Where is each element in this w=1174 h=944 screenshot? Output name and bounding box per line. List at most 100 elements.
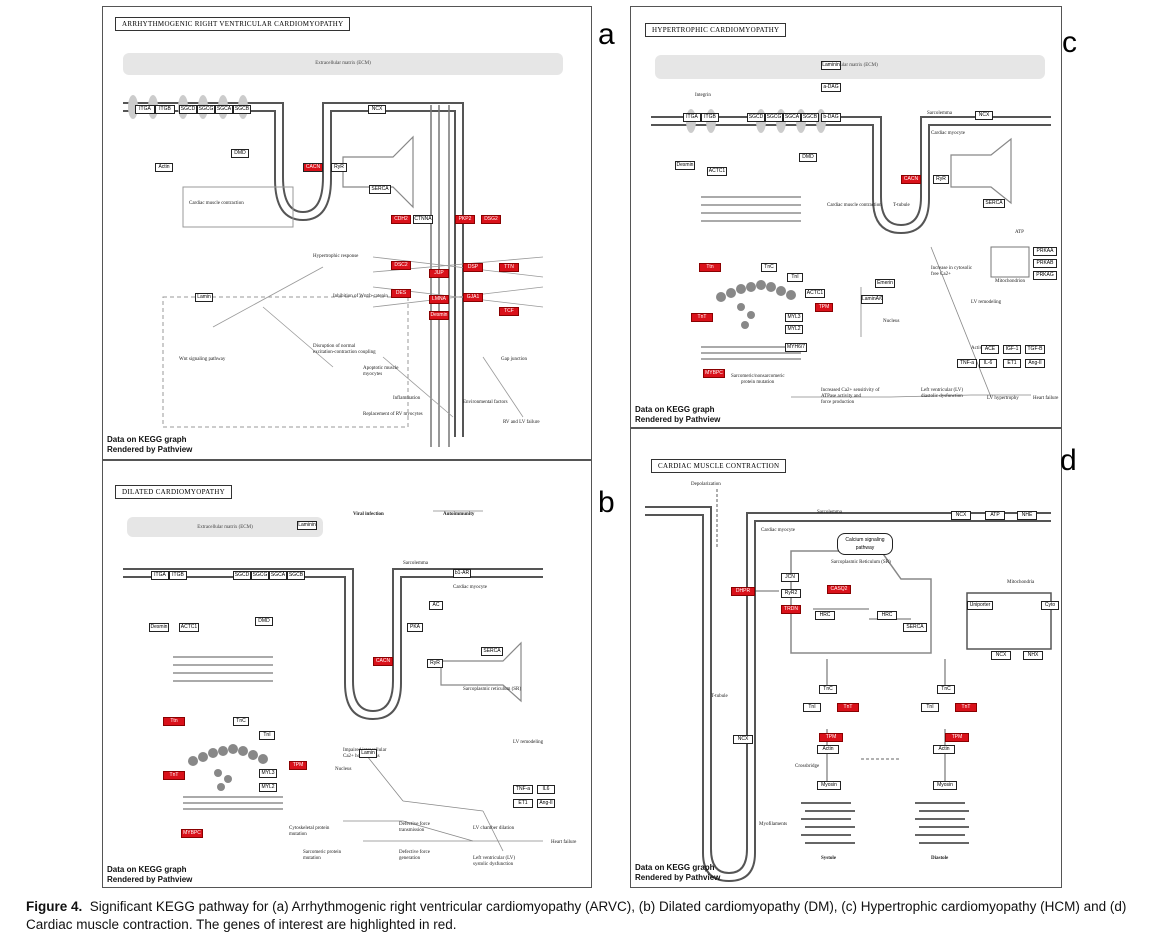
svg-text:excitation-contraction couplin: excitation-contraction coupling xyxy=(313,350,376,355)
svg-text:systolic dysfunction: systolic dysfunction xyxy=(473,862,514,867)
node-d-jcn: JCN xyxy=(781,573,799,582)
svg-text:ATPase activity and: ATPase activity and xyxy=(821,394,861,399)
node-b-tnt: TnT xyxy=(163,771,185,780)
node-c-laminin: Laminin xyxy=(821,61,841,70)
svg-text:free Ca2+: free Ca2+ xyxy=(931,272,951,277)
node-c-tnt: TnT xyxy=(691,313,713,322)
node-b-itga: ITGA xyxy=(151,571,169,580)
svg-text:LV remodeling: LV remodeling xyxy=(513,740,544,745)
label-b-nucleus: Nucleus xyxy=(335,767,352,772)
node-c-ace: ACE xyxy=(981,345,999,354)
node-pkp2: PKP2 xyxy=(455,215,475,224)
svg-text:Increased Ca2+ sensitivity of: Increased Ca2+ sensitivity of xyxy=(821,388,880,393)
label-c-integrin: Integrin xyxy=(695,93,711,98)
node-tcf: TCF xyxy=(499,307,519,316)
svg-text:Disruption of normal: Disruption of normal xyxy=(313,344,356,349)
node-b-sgca: SGCA xyxy=(269,571,287,580)
node-sgca: SGCA xyxy=(215,105,233,114)
node-d-tpm-d: TPM xyxy=(945,733,969,742)
svg-text:Cytoskeletal protein: Cytoskeletal protein xyxy=(289,826,330,831)
node-c-sgca: SGCA xyxy=(783,113,801,122)
label-c-ttubule: T-tubule xyxy=(893,203,910,208)
node-b-tnc: TnC xyxy=(233,717,249,726)
node-dsg2: DSG2 xyxy=(481,215,501,224)
panel-c-title: HYPERTROPHIC CARDIOMYOPATHY xyxy=(645,23,787,37)
node-d-tpm-s: TPM xyxy=(819,733,843,742)
svg-text:RV and LV failure: RV and LV failure xyxy=(503,420,540,425)
node-b-desmin: Desmin xyxy=(149,623,169,632)
node-c-et1: ET1 xyxy=(1003,359,1021,368)
node-itgb: ITGB xyxy=(155,105,175,114)
node-gja1: GJA1 xyxy=(463,293,483,302)
panel-c-hcm: Sarcomeric/nonsarcomeric protein mutatio… xyxy=(630,6,1062,428)
node-c-sgcd: SGCD xyxy=(747,113,765,122)
svg-text:diastolic dysfunction: diastolic dysfunction xyxy=(921,394,963,399)
node-b-myl2: MYL2 xyxy=(259,783,277,792)
node-b-ac: AC xyxy=(429,601,443,610)
node-c-tpm: TPM xyxy=(815,303,833,312)
label-c-sarcolemma: Sarcolemma xyxy=(927,111,952,116)
node-d-ncx-top: NCX xyxy=(951,511,971,520)
node-d-tni-s: TnI xyxy=(803,703,821,712)
panel-a-letter: a xyxy=(598,18,615,51)
node-d-ncx-mito: NCX xyxy=(991,651,1011,660)
label-cardiac-contraction-a: Cardiac muscle contraction xyxy=(189,201,244,206)
node-d-cyto: Cyto xyxy=(1041,601,1059,610)
node-jup: JUP xyxy=(429,269,449,278)
panel-c-diagram: Sarcomeric/nonsarcomeric protein mutatio… xyxy=(651,109,1059,405)
node-c-mybpc: MYBPC xyxy=(703,369,725,378)
node-b-tni: TnI xyxy=(259,731,275,740)
caption-prefix: Figure 4. xyxy=(26,899,83,914)
svg-text:Systole: Systole xyxy=(821,856,837,861)
label-b-sr: Sarcoplasmic reticulum (SR) xyxy=(463,687,522,692)
panel-b-credit: Data on KEGG graph Rendered by Pathview xyxy=(107,865,193,884)
node-itga: ITGA xyxy=(135,105,155,114)
node-b-cacn: CACN xyxy=(373,657,393,666)
node-c-bdag: b-DAG xyxy=(821,113,841,122)
node-desmin-a: Desmin xyxy=(429,311,449,320)
node-c-tni: TnI xyxy=(787,273,803,282)
node-c-laminac: LaminA/C xyxy=(861,295,883,304)
panel-b-title: DILATED CARDIOMYOPATHY xyxy=(115,485,232,499)
panel-c-ecm-label: Extracellular matrix (ECM) xyxy=(655,55,1045,79)
panel-b-ecm-label: Extracellular matrix (ECM) xyxy=(127,517,323,537)
node-c-desmin: Desmin xyxy=(675,161,695,170)
svg-text:generation: generation xyxy=(399,856,421,861)
panel-d-letter: d xyxy=(1060,444,1077,477)
svg-text:Viral infection: Viral infection xyxy=(353,512,384,517)
node-c-ryr: RyR xyxy=(933,175,949,184)
node-c-prkag: PRKAG xyxy=(1033,271,1057,280)
svg-text:Myofilaments: Myofilaments xyxy=(759,822,787,827)
svg-text:Heart failure: Heart failure xyxy=(551,840,577,845)
node-b-itgb: ITGB xyxy=(169,571,187,580)
node-c-il6: IL-6 xyxy=(979,359,997,368)
node-b-sgcb: SGCB xyxy=(287,571,305,580)
node-lamin: Lamin xyxy=(195,293,213,302)
svg-text:Sarcomeric/nonsarcomeric: Sarcomeric/nonsarcomeric xyxy=(731,374,785,379)
node-c-cacn: CACN xyxy=(901,175,921,184)
svg-text:Sarcolemma: Sarcolemma xyxy=(817,510,843,515)
node-lmna: LMNA xyxy=(429,295,449,304)
node-b-angii: Ang-II xyxy=(537,799,555,808)
svg-text:Environmental factors: Environmental factors xyxy=(463,400,508,405)
svg-text:myocytes: myocytes xyxy=(363,372,382,377)
label-c-nucleus: Nucleus xyxy=(883,319,900,324)
node-ryr: RyR xyxy=(331,163,347,172)
panel-c-credit: Data on KEGG graph Rendered by Pathview xyxy=(635,405,721,424)
node-c-tnfa: TNF-a xyxy=(957,359,977,368)
node-cdh2: CDH2 xyxy=(391,215,411,224)
svg-text:Left ventricular (LV): Left ventricular (LV) xyxy=(921,388,963,393)
svg-text:Defective force: Defective force xyxy=(399,822,431,827)
node-b-serca: SERCA xyxy=(481,647,503,656)
node-d-nhx: NHX xyxy=(1023,651,1043,660)
node-c-adag: a-DAG xyxy=(821,83,841,92)
node-ttn: TTN xyxy=(499,263,519,272)
svg-text:transmission: transmission xyxy=(399,828,425,833)
svg-text:Autoimmunity: Autoimmunity xyxy=(443,512,475,517)
node-d-atp: ATP xyxy=(985,511,1005,520)
node-d-tnc-s: TnC xyxy=(819,685,837,694)
label-wnt: Wnt signaling pathway xyxy=(179,357,226,362)
node-d-myosin-s: Myosin xyxy=(817,781,841,790)
svg-text:Sarcomeric protein: Sarcomeric protein xyxy=(303,850,342,855)
node-d-dhpr: DHPR xyxy=(731,587,755,596)
